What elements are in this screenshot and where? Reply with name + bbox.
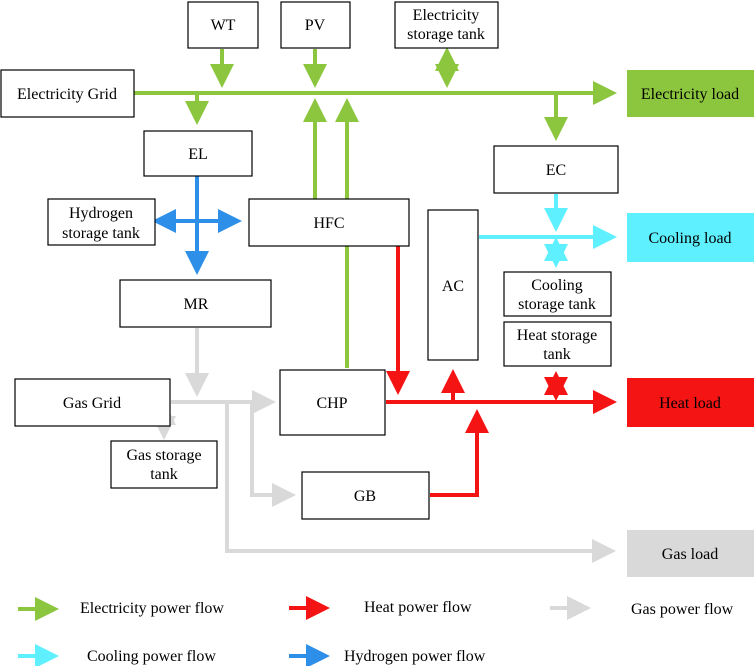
node-gst-line1: Gas storage — [126, 447, 201, 464]
gas-load-label: Gas load — [662, 546, 718, 563]
node-el-label: EL — [188, 146, 208, 163]
node-est-line1: Electricity — [413, 7, 480, 24]
heat-flows — [386, 246, 617, 497]
node-mr: MR — [119, 279, 272, 328]
node-wt: WT — [187, 1, 259, 49]
cooling-load-box — [627, 213, 754, 262]
legend-cooling-label: Cooling power flow — [87, 648, 216, 665]
node-thst-line2: tank — [543, 346, 571, 363]
electricity-load-label: Electricity load — [641, 86, 739, 103]
legend: Electricity power flow Heat power flow G… — [18, 596, 734, 666]
node-hst-line1: Hydrogen — [69, 205, 133, 222]
node-ec-label: EC — [546, 162, 566, 179]
node-mr-label: MR — [184, 296, 209, 313]
node-electricity-storage-tank: Electricity storage tank — [394, 1, 499, 49]
node-chp-label: CHP — [316, 395, 347, 412]
heat-load-box — [627, 378, 754, 427]
node-gasgrid-label: Gas Grid — [63, 395, 121, 412]
node-hfc: HFC — [248, 198, 410, 247]
node-chp: CHP — [279, 369, 386, 436]
gas-load-box — [627, 530, 754, 577]
node-pv-label: PV — [305, 17, 326, 34]
node-electricity-grid: Electricity Grid — [0, 69, 135, 118]
node-gas-grid: Gas Grid — [14, 378, 171, 427]
legend-electricity-label: Electricity power flow — [80, 600, 224, 617]
node-ac-label: AC — [442, 278, 464, 295]
legend-gas-label: Gas power flow — [631, 601, 734, 618]
gas-flows — [152, 328, 616, 563]
electricity-load-box — [627, 70, 754, 117]
node-cst-line2: storage tank — [518, 296, 596, 313]
node-ec: EC — [493, 145, 619, 194]
node-pv: PV — [280, 1, 351, 49]
cooling-load-label: Cooling load — [648, 230, 731, 247]
node-grid-label: Electricity Grid — [17, 86, 117, 103]
node-gst-line2: tank — [150, 466, 178, 483]
node-cst-line1: Cooling — [531, 277, 583, 294]
node-gas-storage-tank: Gas storage tank — [110, 440, 218, 489]
node-hydrogen-storage-tank: Hydrogen storage tank — [47, 198, 156, 246]
hydrogen-flows — [152, 176, 242, 275]
node-gb-label: GB — [354, 488, 376, 505]
node-est-line2: storage tank — [407, 26, 485, 43]
node-ac: AC — [427, 209, 479, 361]
node-thst-line1: Heat storage — [517, 327, 597, 344]
legend-heat-label: Heat power flow — [364, 599, 472, 616]
node-hfc-label: HFC — [313, 215, 344, 232]
node-gb: GB — [301, 471, 430, 520]
heat-load-label: Heat load — [659, 395, 721, 412]
node-cooling-storage-tank: Cooling storage tank — [503, 271, 612, 317]
node-el: EL — [143, 130, 253, 177]
node-hst-line2: storage tank — [62, 225, 140, 242]
legend-hydrogen-label: Hydrogen power flow — [344, 648, 486, 665]
node-heat-storage-tank: Heat storage tank — [503, 321, 612, 367]
cooling-flows — [479, 194, 617, 268]
node-wt-label: WT — [211, 17, 236, 34]
